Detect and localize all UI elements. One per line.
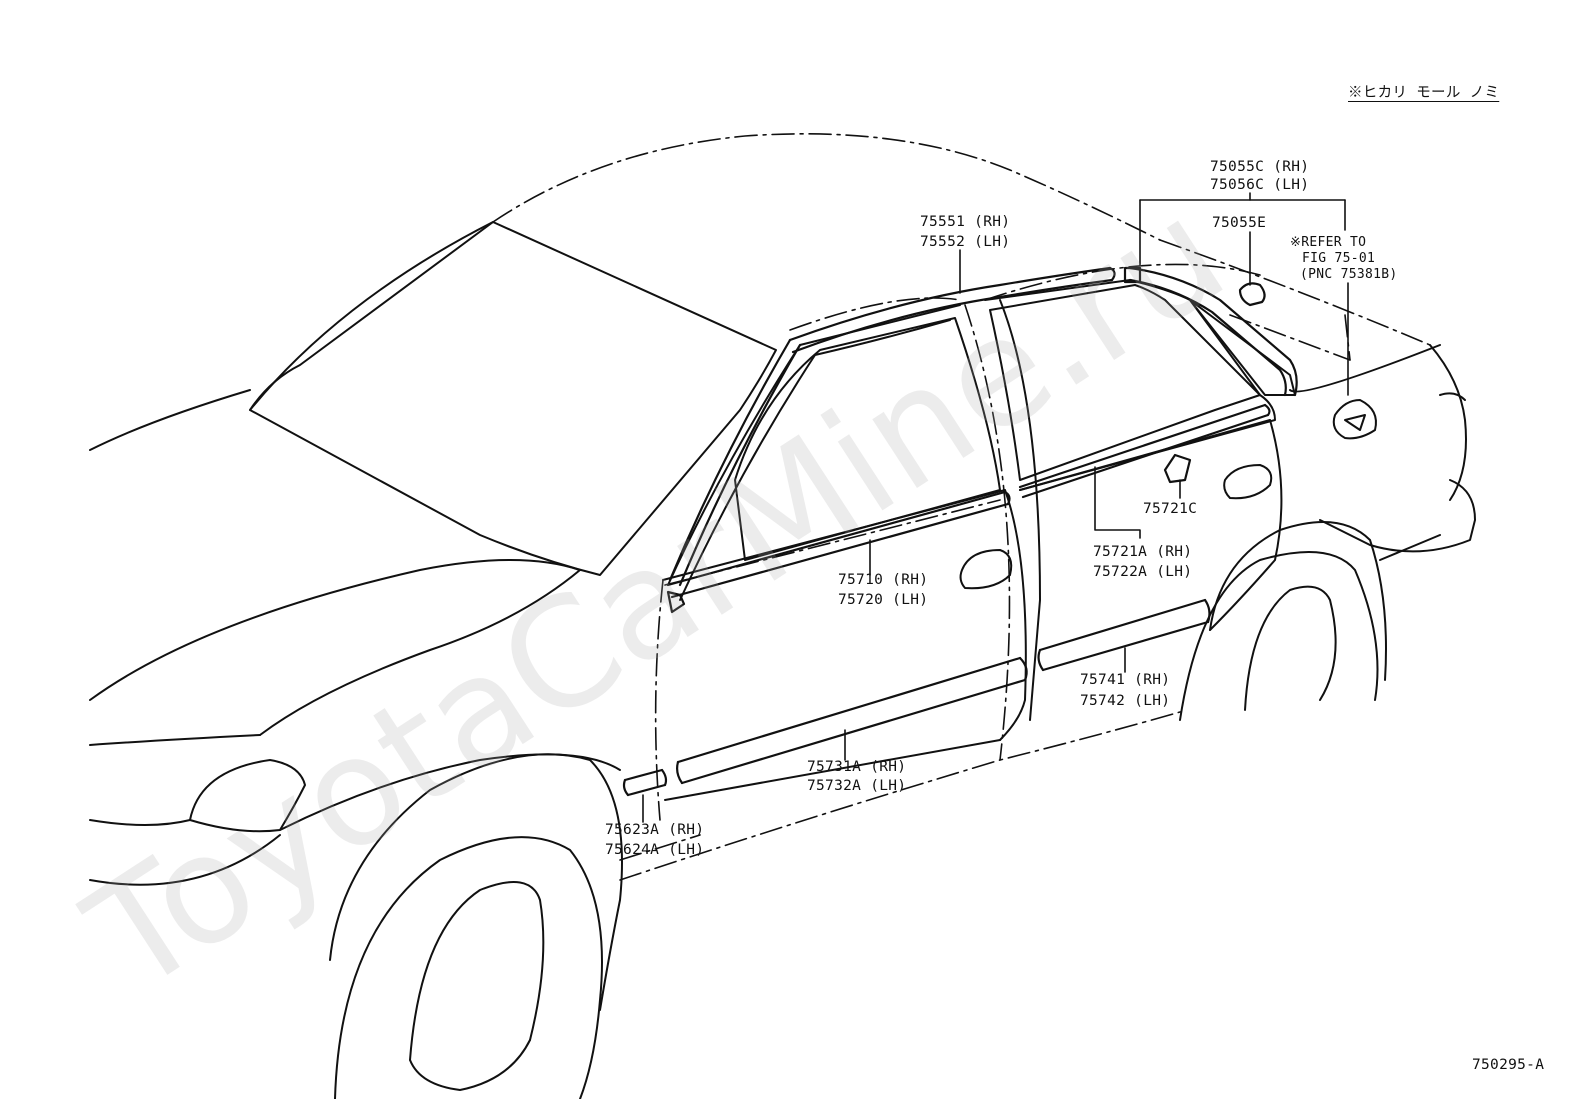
callout-75720-lh: 75720 (LH) — [838, 592, 929, 608]
callout-75721A-rh: 75721A (RH) — [1093, 544, 1193, 560]
callout-75741-rh: 75741 (RH) — [1080, 672, 1171, 688]
body-outline — [492, 133, 1431, 881]
callout-75055C-rh: 75055C (RH) — [1210, 159, 1310, 175]
callout-75624A-lh: 75624A (LH) — [605, 842, 705, 858]
callout-75056C-lh: 75056C (LH) — [1210, 177, 1310, 193]
callout-75551-rh: 75551 (RH) — [920, 214, 1011, 230]
callout-refer-fig: FIG 75-01 — [1302, 251, 1376, 266]
callout-75623A-rh: 75623A (RH) — [605, 822, 705, 838]
header-note: ※ヒカリ モール ノミ — [1348, 85, 1500, 101]
callout-75710-rh: 75710 (RH) — [838, 572, 929, 588]
callout-75722A-lh: 75722A (LH) — [1093, 564, 1193, 580]
callout-refer-to: ※REFER TO — [1290, 235, 1367, 250]
callout-75731A-rh: 75731A (RH) — [807, 759, 907, 775]
callout-75742-lh: 75742 (LH) — [1080, 693, 1171, 709]
callout-refer-pnc: (PNC 75381B) — [1300, 267, 1398, 282]
leader-lines — [642, 192, 1349, 823]
callout-75055E: 75055E — [1212, 215, 1267, 231]
callout-75721C: 75721C — [1143, 501, 1198, 517]
callout-75732A-lh: 75732A (LH) — [807, 778, 907, 794]
figure-id: 750295-A — [1472, 1057, 1545, 1073]
callout-75552-lh: 75552 (LH) — [920, 234, 1011, 250]
moulding-parts — [622, 266, 1298, 797]
